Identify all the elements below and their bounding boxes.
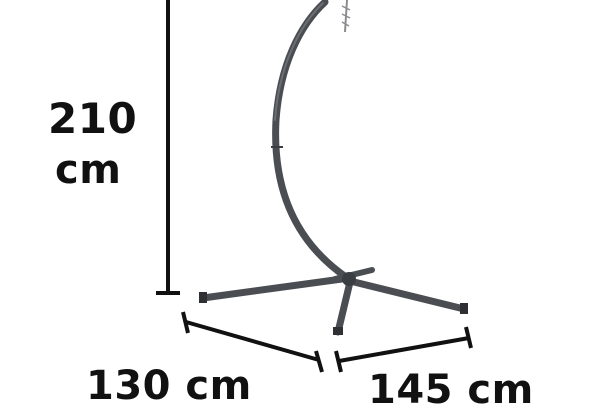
width-a-label: 130 cm [86,363,252,409]
height-value-label: 210 [48,94,138,143]
product-dimension-illustration [156,0,473,373]
height-unit-label: cm [55,147,122,193]
width-b-label: 145 cm [368,367,534,413]
width-dimension-b-line [334,326,473,373]
width-dimension-a-line [181,311,324,373]
hammock-stand-icon [199,0,468,336]
chain-icon [341,0,351,33]
height-dimension-line [156,0,180,295]
